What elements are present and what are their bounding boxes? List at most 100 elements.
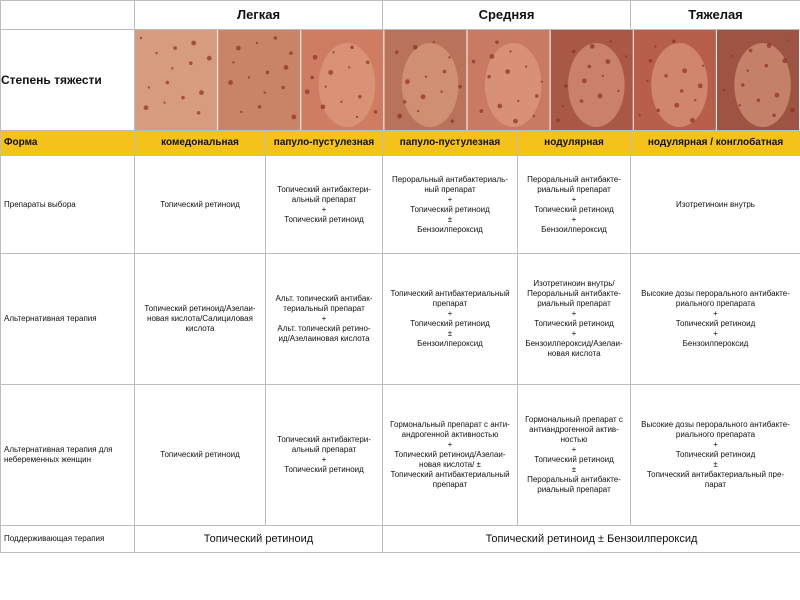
- cell-line: Пероральный антибакте-: [527, 475, 621, 484]
- row-label-alternative-women: Альтернативная терапия для небеременных …: [0, 384, 135, 526]
- cell-line: Альт. топический антибак-: [275, 294, 373, 303]
- cell-line: +: [321, 455, 327, 464]
- cell: Высокие дозы перорального антибакте-риал…: [630, 384, 800, 526]
- cell-line: +: [571, 329, 577, 338]
- cell-line: ±: [571, 465, 577, 474]
- cell-line: новая кислота/Салициловая: [147, 314, 253, 323]
- form-col-3: папуло-пустулезная: [382, 130, 518, 156]
- form-col-2: папуло-пустулезная: [265, 130, 383, 156]
- cell-line: Высокие дозы перорального антибакте-: [641, 420, 790, 429]
- severity-header-row: Легкая Средняя Тяжелая: [0, 0, 800, 30]
- row-first-line: Препараты выбора Топический ретиноид Топ…: [0, 155, 800, 254]
- acne-face-photo-icon: [467, 30, 550, 130]
- cell-line: териальный препарат: [283, 304, 365, 313]
- cell: Пероральный антибакте-риальный препарат+…: [517, 155, 631, 254]
- cell-line: Гормональный препарат с анти-: [390, 420, 510, 429]
- row-label-alternative: Альтернативная терапия: [0, 253, 135, 385]
- maintenance-mild: Топический ретиноид: [134, 525, 383, 553]
- acne-face-photo-icon: [301, 30, 384, 130]
- cell-line: Высокие дозы перорального антибакте-: [641, 289, 790, 298]
- cell-line: Гормональный препарат с: [525, 415, 623, 424]
- cell-line: ±: [447, 214, 453, 224]
- cell: Гормональный препарат с анти-андрогенной…: [382, 384, 518, 526]
- cell-line: Топический ретиноид/Азелаи-: [144, 304, 256, 313]
- cell-line: новая кислота: [547, 349, 601, 358]
- form-col-5: нодулярная / конглобатная: [630, 130, 800, 156]
- cell-line: +: [571, 214, 577, 224]
- cell-line: +: [447, 194, 453, 204]
- severity-severe: Тяжелая: [630, 0, 800, 30]
- cell-line: андрогенной активностью: [401, 430, 499, 439]
- cell-line: +: [321, 314, 327, 323]
- form-col-1: комедональная: [134, 130, 266, 156]
- cell: Топический ретиноид: [134, 155, 266, 254]
- cell-line: +: [571, 194, 577, 204]
- cell-line: Топический антибактери-: [277, 435, 371, 444]
- cell-line: +: [713, 329, 718, 338]
- acne-face-photo-icon: [384, 30, 467, 130]
- cell-line: Топический ретиноид: [284, 214, 364, 224]
- cell-line: Бензоилпероксид: [417, 339, 483, 348]
- cell-line: ид/Азелаиновая кислота: [278, 334, 370, 343]
- cell-line: Пероральный антибактериаль-: [391, 174, 509, 184]
- corner-cell: [0, 0, 135, 30]
- cell-line: Топический ретиноид: [284, 465, 364, 474]
- cell-line: +: [571, 445, 577, 454]
- cell-line: Топический антибактериальный пре-: [646, 470, 785, 479]
- row-label-first-line: Препараты выбора: [0, 155, 135, 254]
- cell-line: риальный препарат: [537, 299, 611, 308]
- cell: Изотретиноин внутрь/Пероральный антибакт…: [517, 253, 631, 385]
- severity-moderate: Средняя: [382, 0, 631, 30]
- cell: Топический антибактери-альный препарат+Т…: [265, 384, 383, 526]
- cell-line: Топический ретиноид: [675, 450, 756, 459]
- cell-line: Топический антибактериальный: [390, 470, 510, 479]
- cell-line: Топический ретиноид: [534, 204, 614, 214]
- cell-line: кислота: [185, 324, 215, 333]
- form-col-4: нодулярная: [517, 130, 631, 156]
- cell-line: Изотретиноин внутрь: [676, 199, 755, 209]
- maintenance-moderate-severe: Топический ретиноид ± Бензоилпероксид: [382, 525, 800, 553]
- cell-line: Топический ретиноид: [410, 319, 490, 328]
- cell: Топический ретиноид: [134, 384, 266, 526]
- photo-strip: [134, 29, 800, 131]
- cell-line: ±: [447, 329, 453, 338]
- severity-mild: Легкая: [134, 0, 383, 30]
- cell: Пероральный антибактериаль-ный препарат+…: [382, 155, 518, 254]
- cell-line: альный препарат: [291, 445, 357, 454]
- cell-line: антиандрогенной актив-: [529, 425, 619, 434]
- cell-line: Бензоилпероксид: [541, 224, 607, 234]
- cell-line: ±: [713, 460, 718, 469]
- cell-line: Пероральный антибакте-: [527, 289, 621, 298]
- row-alternative-women: Альтернативная терапия для небеременных …: [0, 384, 800, 526]
- cell-line: ный препарат: [424, 184, 476, 194]
- cell-line: +: [571, 309, 577, 318]
- treatment-grid: Легкая Средняя Тяжелая Степень тяжести Ф…: [0, 0, 800, 553]
- cell-line: Топический ретиноид/Азелаи-: [394, 450, 506, 459]
- cell: Топический ретиноид/Азелаи-новая кислота…: [134, 253, 266, 385]
- cell: Изотретиноин внутрь: [630, 155, 800, 254]
- cell-line: Бензоилпероксид: [682, 339, 749, 348]
- cell-line: Изотретиноин внутрь/: [533, 279, 615, 288]
- cell-line: Топический ретиноид: [534, 319, 614, 328]
- cell-line: ностью: [560, 435, 588, 444]
- row-maintenance: Поддерживающая терапия Топический ретино…: [0, 525, 800, 553]
- cell: Высокие дозы перорального антибакте-риал…: [630, 253, 800, 385]
- cell-line: Бензоилпероксид/Азелаи-: [525, 339, 623, 348]
- cell-line: Бензоилпероксид: [417, 224, 483, 234]
- cell-line: риального препарата: [675, 299, 756, 308]
- photo-strip-svg: [135, 30, 800, 130]
- cell-line: Топический ретиноид: [160, 450, 240, 459]
- cell-line: Пероральный антибакте-: [527, 174, 621, 184]
- acne-skin-photo-icon: [218, 30, 301, 130]
- cell-line: новая кислота/ ±: [419, 460, 481, 469]
- cell-line: +: [713, 309, 718, 318]
- severity-label: Степень тяжести: [0, 29, 135, 131]
- cell-line: парат: [704, 480, 727, 489]
- cell-line: Топический ретиноид: [160, 199, 240, 209]
- cell-line: Топический антибактери-: [277, 184, 371, 194]
- cell-line: Топический ретиноид: [675, 319, 756, 328]
- acne-face-photo-icon: [633, 30, 716, 130]
- cell-line: риальный препарат: [537, 184, 611, 194]
